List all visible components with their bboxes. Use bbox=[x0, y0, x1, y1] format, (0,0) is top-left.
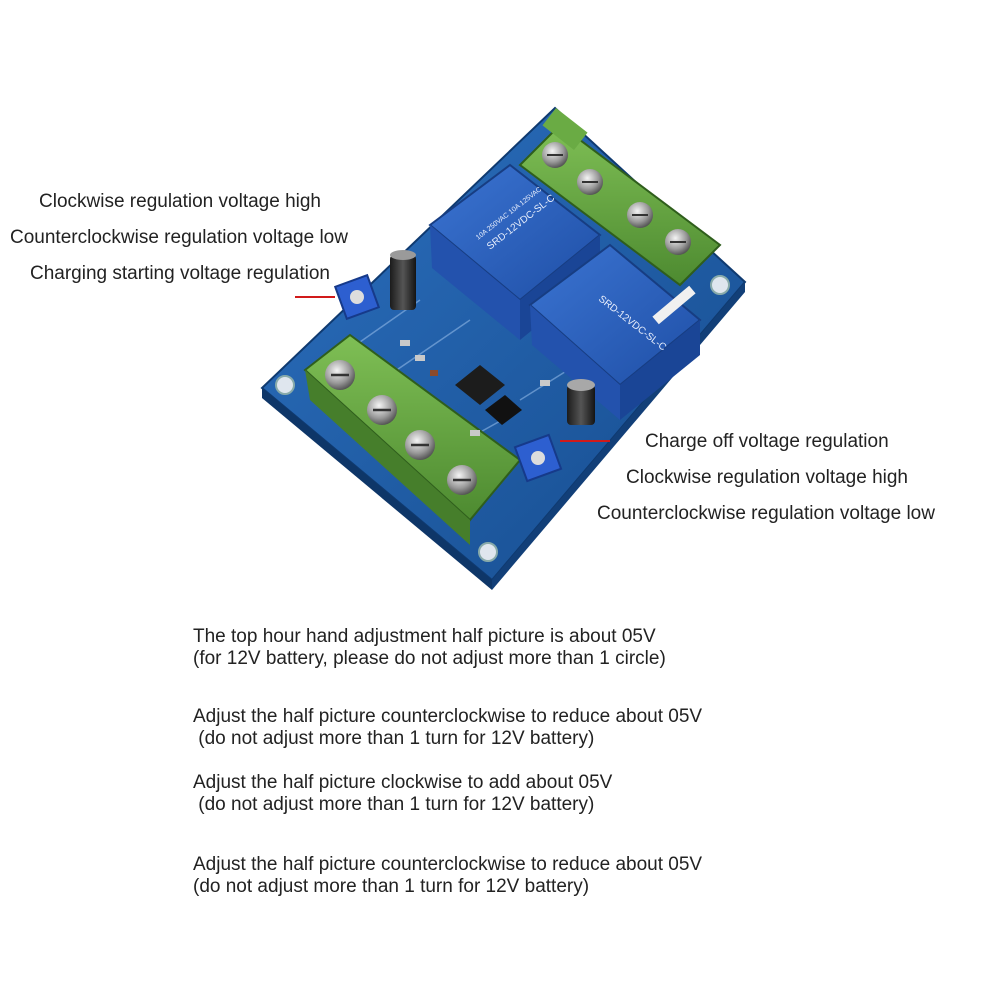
note-1-line-2: (for 12V battery, please do not adjust m… bbox=[193, 648, 666, 669]
relay-2: SRD-12VDC-SL-C bbox=[528, 243, 702, 420]
note-3-line-2: (do not adjust more than 1 turn for 12V … bbox=[193, 794, 595, 815]
potentiometer-2 bbox=[513, 433, 563, 483]
label-left-2: Counterclockwise regulation voltage low bbox=[10, 227, 348, 248]
label-left-1: Clockwise regulation voltage high bbox=[39, 191, 321, 212]
label-left-3: Charging starting voltage regulation bbox=[30, 263, 330, 284]
note-2-line-2: (do not adjust more than 1 turn for 12V … bbox=[193, 728, 595, 749]
terminal-block-bottom bbox=[303, 333, 522, 545]
board-photo: SRD-12VDC-SL-C 10A 250VAC 10A 125VAC SRD… bbox=[260, 106, 747, 590]
note-3-line-1: Adjust the half picture clockwise to add… bbox=[193, 772, 613, 793]
label-right-3: Counterclockwise regulation voltage low bbox=[597, 503, 935, 524]
note-4-line-1: Adjust the half picture counterclockwise… bbox=[193, 854, 703, 875]
pointer-line-right bbox=[560, 440, 610, 442]
note-2-line-1: Adjust the half picture counterclockwise… bbox=[193, 706, 703, 727]
diode bbox=[652, 285, 696, 325]
capacitor-1 bbox=[390, 250, 416, 310]
pointer-line-left bbox=[295, 296, 335, 298]
smd-components bbox=[400, 340, 550, 436]
capacitor-2 bbox=[567, 379, 595, 425]
label-right-2: Clockwise regulation voltage high bbox=[626, 467, 908, 488]
note-1-line-1: The top hour hand adjustment half pictur… bbox=[193, 626, 656, 647]
ic-chip bbox=[455, 365, 522, 425]
note-4-line-2: (do not adjust more than 1 turn for 12V … bbox=[193, 876, 590, 897]
potentiometer-1 bbox=[333, 273, 381, 321]
label-right-1: Charge off voltage regulation bbox=[645, 431, 889, 452]
terminal-block-top bbox=[518, 108, 722, 287]
